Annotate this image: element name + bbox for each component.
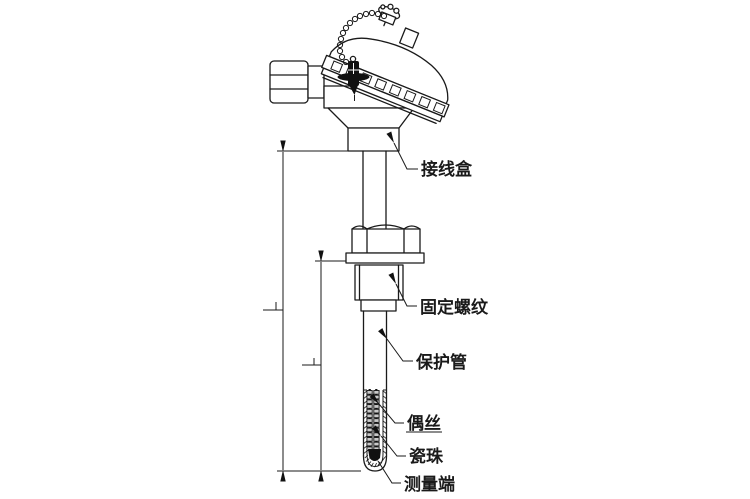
cover-tab (398, 27, 420, 49)
ceramic-beads (366, 390, 380, 452)
label-thermocouple-wire: 偶丝 (407, 413, 441, 433)
stem (345, 150, 425, 312)
callouts: 接线盒 固定螺纹 保护管 偶丝 瓷珠 测量端 (369, 131, 489, 494)
dimensions (263, 140, 361, 482)
leader-protection-tube (378, 328, 413, 362)
measuring-junction (368, 449, 381, 461)
hex-nut (351, 224, 421, 254)
label-fixing-thread: 固定螺纹 (420, 297, 489, 317)
flange-washer (345, 252, 425, 264)
label-measuring-end: 测量端 (404, 474, 455, 494)
thread-step (360, 299, 397, 312)
chain (336, 9, 388, 66)
thermocouple-insert (366, 389, 381, 461)
threaded-block (354, 264, 404, 301)
junction-head (269, 3, 450, 152)
leader-fixing-thread (388, 272, 417, 307)
leader-measuring-end (369, 449, 401, 484)
leader-junction-box (386, 131, 418, 170)
tube-wall-hatching (363, 390, 387, 468)
head-neck (347, 127, 400, 152)
label-ceramic-bead: 瓷珠 (409, 446, 444, 466)
sealing-screw (337, 55, 370, 101)
cap-plug (378, 3, 401, 27)
leader-thermocouple-wire (369, 393, 404, 424)
leader-ceramic-bead (371, 425, 406, 457)
cable-gland (269, 60, 325, 104)
head-taper (327, 107, 415, 129)
label-junction-box: 接线盒 (421, 159, 473, 179)
label-protection-tube: 保护管 (415, 352, 467, 372)
